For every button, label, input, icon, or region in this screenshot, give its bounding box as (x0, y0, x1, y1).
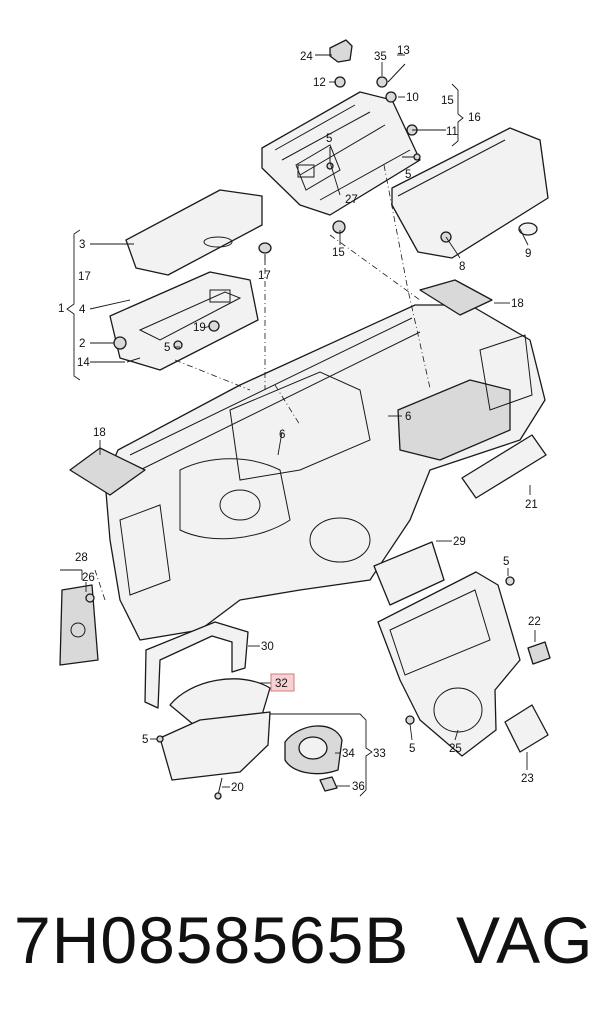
radio-bracket-29 (373, 541, 445, 606)
callout-6: 6 (405, 411, 411, 423)
nut-12 (334, 76, 346, 88)
callout-33: 33 (373, 748, 386, 760)
callout-5: 5 (503, 556, 509, 568)
callout-17: 17 (258, 270, 271, 282)
cover-22 (527, 641, 551, 665)
callout-4: 4 (79, 304, 86, 316)
callout-18: 18 (93, 427, 106, 439)
callout-14: 14 (77, 357, 90, 369)
callout-17: 17 (78, 271, 91, 283)
center-console-frame (377, 571, 521, 757)
side-panel-28 (59, 584, 99, 666)
callout-15: 15 (332, 247, 345, 259)
bezel-34 (284, 725, 343, 775)
callout-10: 10 (406, 92, 419, 104)
callout-11: 11 (446, 126, 458, 138)
callout-labels: 24 35 13 12 10 15 16 11 5 5 27 15 8 9 3 … (58, 45, 541, 794)
callout-6: 6 (279, 429, 285, 441)
callout-22: 22 (528, 616, 541, 628)
callout-12: 12 (313, 77, 326, 89)
callout-18: 18 (511, 298, 524, 310)
callout-32: 32 (275, 678, 288, 690)
callout-24: 24 (300, 51, 313, 63)
cover-23 (504, 704, 549, 753)
callout-20: 20 (231, 782, 244, 794)
screw-5-console (405, 576, 515, 725)
callout-19: 19 (193, 322, 206, 334)
storage-tray-4 (109, 271, 259, 371)
callout-36: 36 (352, 781, 365, 793)
callout-23: 23 (521, 773, 534, 785)
glovebox-housing (261, 91, 421, 216)
vent-18-right (419, 279, 493, 316)
vent-18-left (69, 447, 146, 496)
callout-3: 3 (79, 239, 85, 251)
clip-26 (85, 593, 95, 603)
callout-21: 21 (525, 499, 538, 511)
callout-1: 1 (58, 303, 64, 315)
callout-5: 5 (142, 734, 148, 746)
caption-bar: 7H0858565B VAG (0, 885, 600, 995)
part-number: 7H0858565B (14, 903, 410, 977)
highlighted-callout-box (270, 673, 295, 692)
callout-29: 29 (453, 536, 466, 548)
callout-8: 8 (459, 261, 465, 273)
lock-cylinder-9 (518, 222, 538, 236)
trim-21 (461, 434, 547, 499)
callout-30: 30 (261, 641, 274, 653)
callout-16: 16 (468, 112, 481, 124)
callout-2: 2 (79, 338, 85, 350)
glovebox-lid (391, 127, 549, 259)
brand-name: VAG (456, 903, 594, 977)
clip-10 (385, 91, 397, 103)
exploded-parts-diagram: 24 35 13 12 10 15 16 11 5 5 27 15 8 9 3 … (58, 39, 551, 800)
screw-5-shroud (156, 735, 164, 743)
lower-shroud (159, 711, 271, 781)
callout-26: 26 (82, 572, 95, 584)
bracket-part-24 (329, 39, 353, 63)
leader-lines (60, 54, 536, 797)
callout-5: 5 (164, 342, 170, 354)
callout-5: 5 (409, 743, 415, 755)
clip-36 (319, 776, 338, 792)
storage-cover-3 (125, 189, 263, 276)
trim-frame-30 (144, 621, 249, 709)
callout-5: 5 (405, 169, 411, 181)
callout-34: 34 (342, 748, 355, 760)
bolt-13 (387, 63, 406, 83)
callout-28: 28 (75, 552, 88, 564)
screw-20 (214, 777, 223, 800)
clip-35 (376, 76, 388, 88)
callout-15: 15 (441, 95, 454, 107)
clip-15-lower (332, 220, 346, 234)
callout-13: 13 (397, 45, 410, 57)
screw-5-tray (173, 340, 183, 350)
clip-17 (258, 242, 272, 254)
screw-19 (208, 320, 220, 332)
pin-14 (126, 357, 141, 363)
callout-5: 5 (326, 133, 332, 145)
cap-2 (113, 336, 127, 350)
callout-25: 25 (449, 743, 462, 755)
callout-27: 27 (345, 194, 358, 206)
assembly-lines (94, 164, 431, 601)
callout-35: 35 (374, 51, 387, 63)
callout-9: 9 (525, 248, 531, 260)
